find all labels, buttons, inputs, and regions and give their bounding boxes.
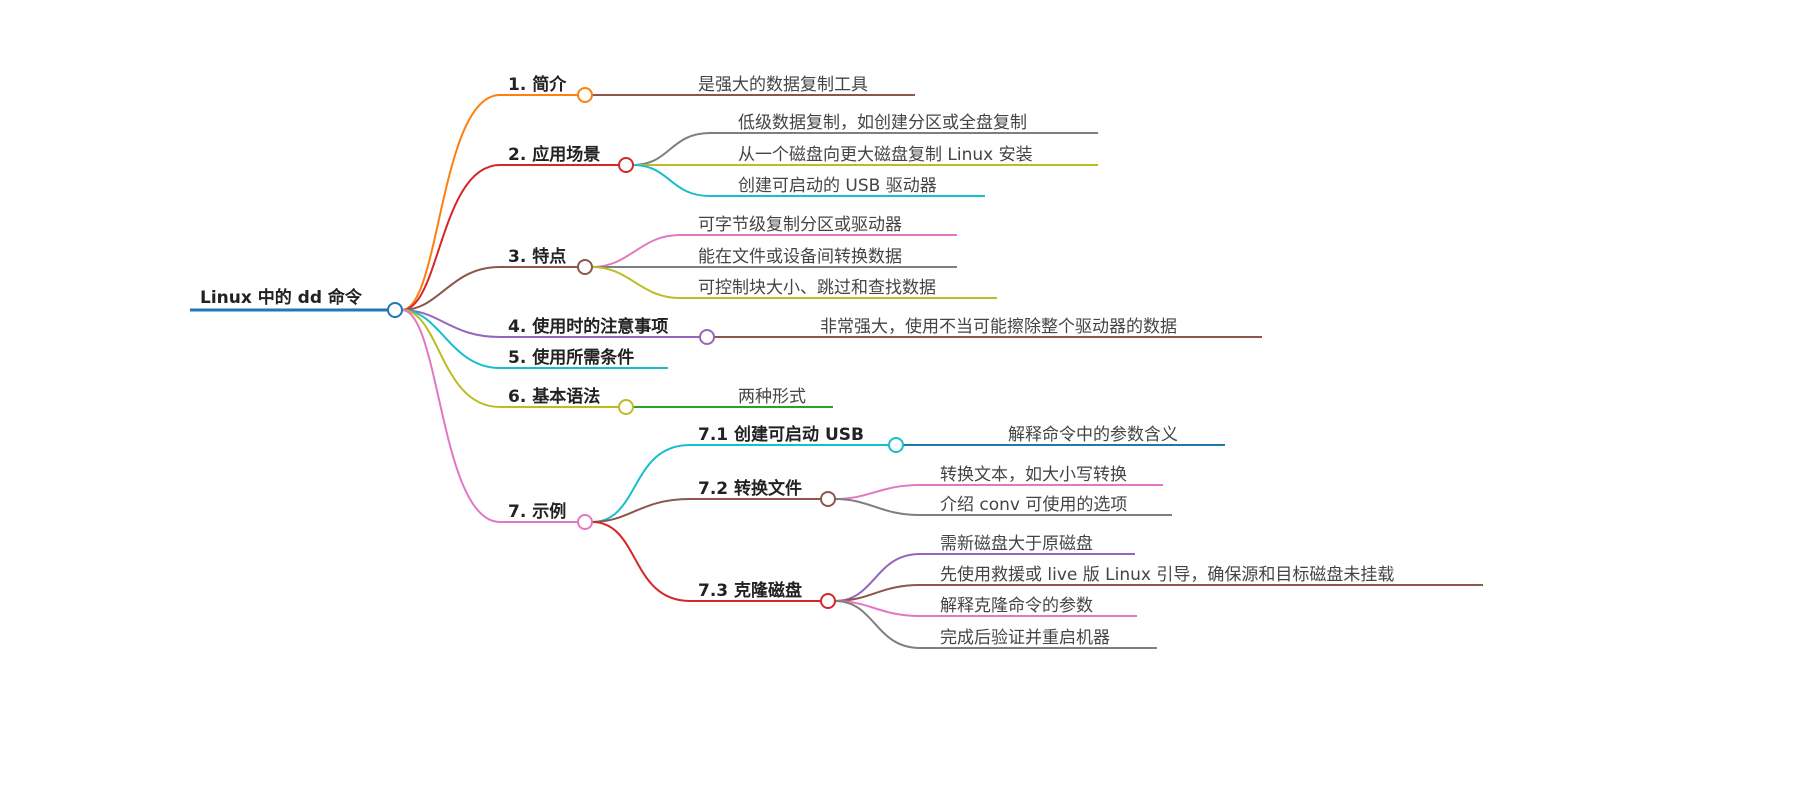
leaf-label: 解释命令中的参数含义 — [1008, 425, 1178, 445]
branch-requirements[interactable]: 5. 使用所需条件 — [508, 347, 634, 368]
sub-label: 7.2 转换文件 — [698, 478, 802, 499]
branch-label: 2. 应用场景 — [508, 144, 600, 165]
leaf-label: 可字节级复制分区或驱动器 — [698, 215, 902, 235]
branch-cautions[interactable]: 4. 使用时的注意事项 非常强大，使用不当可能擦除整个驱动器的数据 — [508, 316, 1262, 345]
leaf-label: 需新磁盘大于原磁盘 — [940, 534, 1093, 554]
collapse-toggle[interactable] — [618, 157, 634, 173]
leaf-label: 两种形式 — [738, 387, 806, 407]
leaf-label: 可控制块大小、跳过和查找数据 — [698, 278, 936, 298]
root-node[interactable]: Linux 中的 dd 命令 — [190, 287, 395, 312]
leaf-label: 转换文本，如大小写转换 — [940, 465, 1127, 485]
collapse-toggle[interactable] — [577, 87, 593, 103]
collapse-toggle[interactable] — [577, 259, 593, 275]
branch-label: 4. 使用时的注意事项 — [508, 316, 668, 337]
collapse-toggle[interactable] — [820, 491, 836, 507]
leaf-label: 创建可启动的 USB 驱动器 — [738, 176, 937, 196]
root-label: Linux 中的 dd 命令 — [200, 287, 363, 308]
leaf-label: 从一个磁盘向更大磁盘复制 Linux 安装 — [738, 145, 1033, 165]
leaf-label: 介绍 conv 可使用的选项 — [940, 494, 1127, 515]
leaf-label: 非常强大，使用不当可能擦除整个驱动器的数据 — [820, 316, 1177, 337]
branch-examples[interactable]: 7. 示例 7.1 创建可启动 USB 解释命令中的参数含义 7.2 转换文件 … — [508, 424, 1483, 649]
branch-features[interactable]: 3. 特点 可字节级复制分区或驱动器 能在文件或设备间转换数据 可控制块大小、跳… — [508, 215, 997, 299]
branch-intro[interactable]: 1. 简介 是强大的数据复制工具 — [508, 74, 915, 103]
sub-bootable-usb[interactable]: 7.1 创建可启动 USB 解释命令中的参数含义 — [698, 424, 1225, 453]
collapse-toggle[interactable] — [618, 399, 634, 415]
leaf-label: 解释克隆命令的参数 — [940, 596, 1093, 616]
branch-scenarios[interactable]: 2. 应用场景 低级数据复制，如创建分区或全盘复制 从一个磁盘向更大磁盘复制 L… — [508, 113, 1098, 197]
collapse-toggle[interactable] — [577, 514, 593, 530]
collapse-toggle[interactable] — [820, 593, 836, 609]
sub-convert-files[interactable]: 7.2 转换文件 转换文本，如大小写转换 介绍 conv 可使用的选项 — [698, 465, 1172, 516]
branch-label: 1. 简介 — [508, 74, 567, 95]
leaf-label: 先使用救援或 live 版 Linux 引导，确保源和目标磁盘未挂载 — [940, 564, 1394, 585]
leaf-label: 能在文件或设备间转换数据 — [698, 247, 902, 267]
leaf-label: 完成后验证并重启机器 — [940, 628, 1110, 648]
branch-label: 6. 基本语法 — [508, 386, 600, 407]
branch-label: 5. 使用所需条件 — [508, 347, 634, 368]
collapse-toggle[interactable] — [888, 437, 904, 453]
root-connectors — [401, 94, 707, 523]
sub-label: 7.1 创建可启动 USB — [698, 424, 864, 445]
branch-syntax[interactable]: 6. 基本语法 两种形式 — [508, 386, 833, 415]
sub-label: 7.3 克隆磁盘 — [698, 580, 802, 601]
collapse-toggle[interactable] — [699, 329, 715, 345]
branch-label: 7. 示例 — [508, 501, 566, 522]
leaf-label: 低级数据复制，如创建分区或全盘复制 — [738, 113, 1027, 133]
branch-label: 3. 特点 — [508, 246, 566, 267]
leaf-label: 是强大的数据复制工具 — [698, 75, 868, 95]
root-collapse-toggle[interactable] — [387, 302, 403, 318]
sub-clone-disk[interactable]: 7.3 克隆磁盘 需新磁盘大于原磁盘 先使用救援或 live 版 Linux 引… — [698, 534, 1483, 649]
